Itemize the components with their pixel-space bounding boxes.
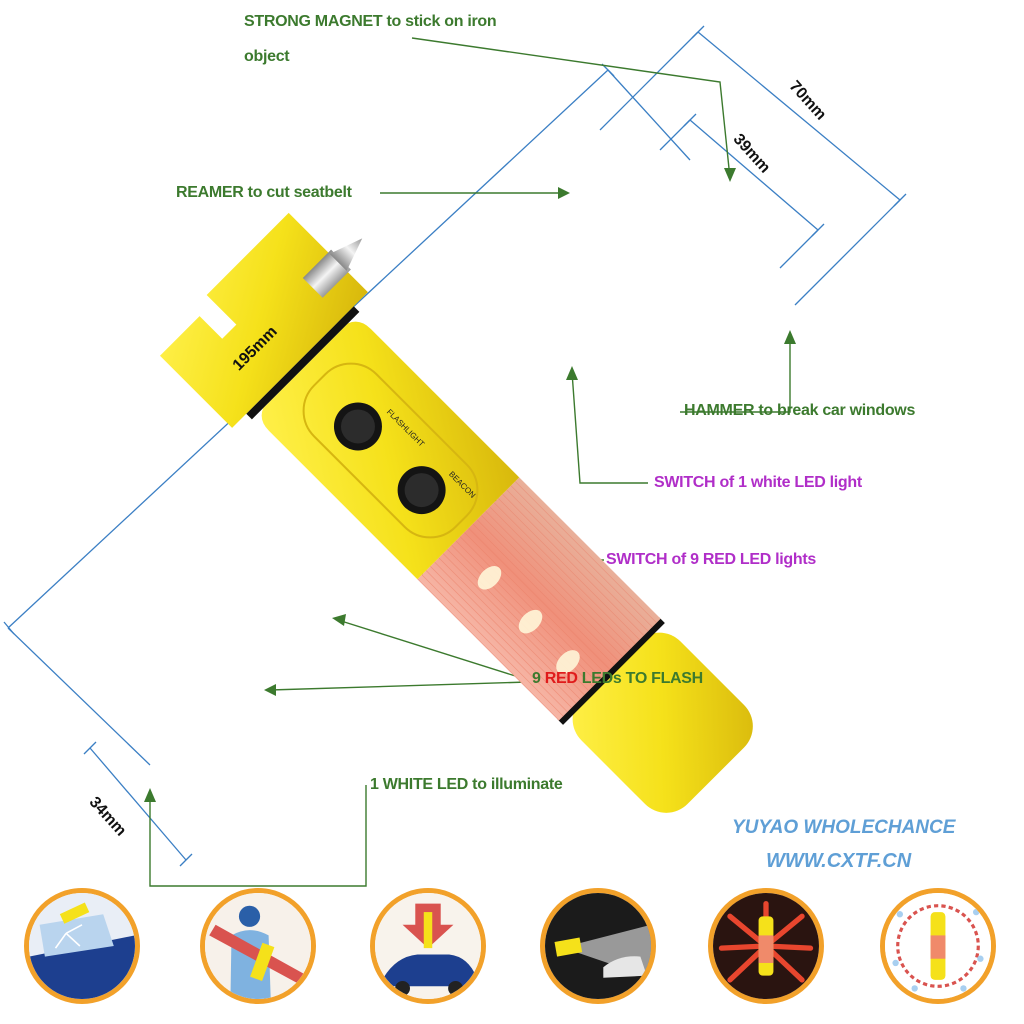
red-leds-label: 9 RED LEDs TO FLASH <box>532 670 703 688</box>
red-leds-label-red-word: RED <box>544 670 578 687</box>
white-led-switch-label: SWITCH of 1 white LED light <box>654 474 862 491</box>
red-leds-label-prefix: 9 <box>532 670 545 687</box>
red-led-switch-label: SWITCH of 9 RED LED lights <box>606 551 816 568</box>
reamer-label: REAMER to cut seatbelt <box>176 184 352 201</box>
hammer-label: HAMMER to break car windows <box>684 402 916 419</box>
red-flash-icon <box>708 888 824 1004</box>
flashlight-icon <box>540 888 656 1004</box>
brand-url: WWW.CXTF.CN <box>766 850 912 872</box>
magnet-label: STRONG MAGNET to stick on iron <box>244 13 497 30</box>
cut-seatbelt-icon <box>200 888 316 1004</box>
waterproof-icon <box>880 888 996 1004</box>
magnet-on-car-icon <box>370 888 486 1004</box>
white-led-label: 1 WHITE LED to illuminate <box>370 776 563 793</box>
break-window-icon <box>24 888 140 1004</box>
red-leds-label-suffix: LEDs TO FLASH <box>577 670 703 687</box>
brand-name: YUYAO WHOLECHANCE <box>732 817 956 838</box>
flashlight-body: FLASHLIGHT BEACON <box>159 212 753 813</box>
dimension-lines <box>3 25 907 867</box>
magnet-label-continued: object <box>244 48 290 65</box>
